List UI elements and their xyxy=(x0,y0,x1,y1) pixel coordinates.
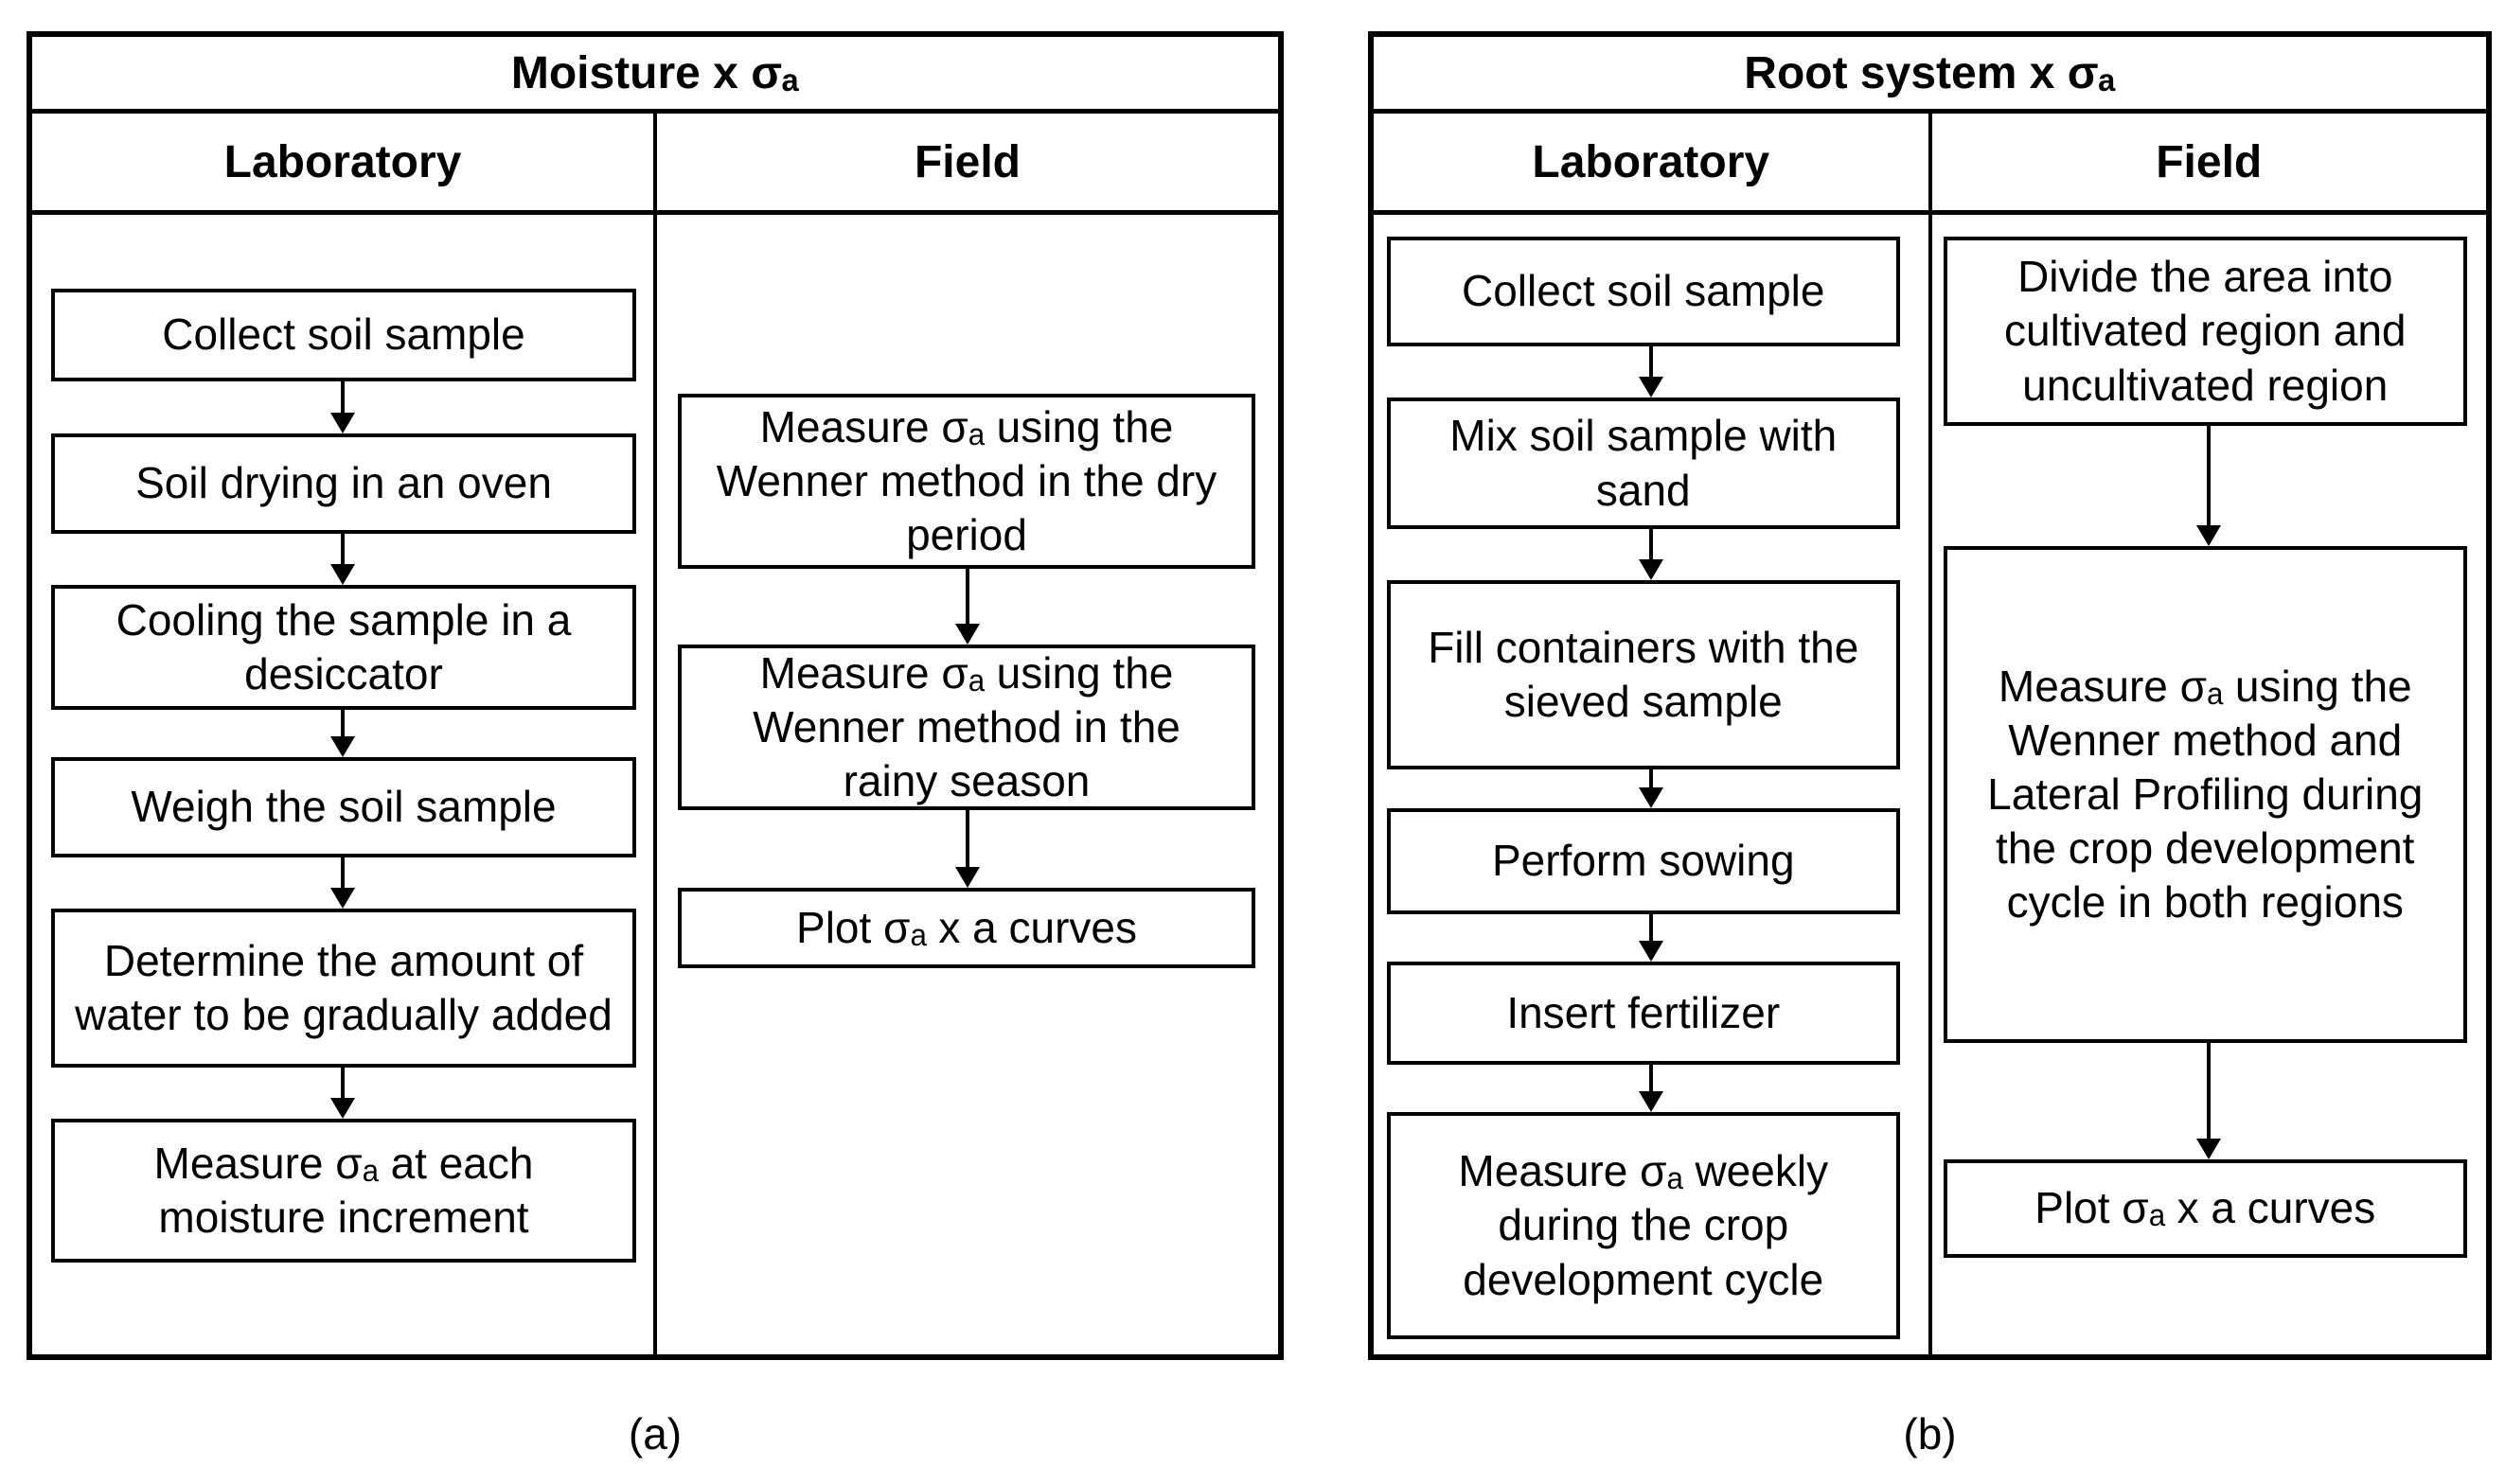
figure-caption-b: (b) xyxy=(1903,1409,1957,1458)
flow-step: Plot σₐ x a curves xyxy=(1943,1159,2467,1258)
panel-b-field-column: Divide the area into cultivated region a… xyxy=(1932,215,2487,1354)
panel-b-laboratory-header: Laboratory xyxy=(1374,114,1932,210)
flow-step: Collect soil sample xyxy=(51,289,636,381)
flow-step: Measure σₐ using the Wenner method in th… xyxy=(678,394,1255,569)
flow-step: Collect soil sample xyxy=(1387,237,1900,346)
flow-step: Measure σₐ using the Wenner method in th… xyxy=(678,645,1255,810)
panel-a-header-row: Laboratory Field xyxy=(32,114,1278,215)
panel-b: Root system x σₐ Laboratory Field Collec… xyxy=(1368,31,2492,1360)
panel-a-field-column: Measure σₐ using the Wenner method in th… xyxy=(657,215,1278,1354)
panel-b-field-header: Field xyxy=(2156,136,2263,187)
flow-step: Weigh the soil sample xyxy=(51,757,636,857)
panel-a-laboratory-header: Laboratory xyxy=(32,114,657,210)
flow-step: Divide the area into cultivated region a… xyxy=(1943,237,2467,426)
panel-a-body: Collect soil sample Soil drying in an ov… xyxy=(32,215,1278,1354)
flow-step: Mix soil sample with sand xyxy=(1387,398,1900,529)
flow-step: Measure σₐ using the Wenner method and L… xyxy=(1943,546,2467,1043)
flow-step: Fill containers with the sieved sample xyxy=(1387,580,1900,769)
panel-b-body: Collect soil sample Mix soil sample with… xyxy=(1374,215,2486,1354)
panel-b-laboratory-column: Collect soil sample Mix soil sample with… xyxy=(1374,215,1932,1354)
panel-a-field-header: Field xyxy=(914,136,1021,187)
flow-step: Determine the amount of water to be grad… xyxy=(51,909,636,1068)
flow-step: Plot σₐ x a curves xyxy=(678,888,1255,968)
panel-b-header-row: Laboratory Field xyxy=(1374,114,2486,215)
figure-caption-a: (a) xyxy=(628,1409,683,1458)
panel-b-title: Root system x σₐ xyxy=(1374,37,2486,114)
panel-a-laboratory-column: Collect soil sample Soil drying in an ov… xyxy=(32,215,657,1354)
flow-step: Soil drying in an oven xyxy=(51,433,636,534)
flow-step: Insert fertilizer xyxy=(1387,962,1900,1065)
panel-a-title: Moisture x σₐ xyxy=(32,37,1278,114)
flow-step: Measure σₐ at each moisture increment xyxy=(51,1119,636,1263)
flow-step: Perform sowing xyxy=(1387,808,1900,914)
flow-step: Measure σₐ weekly during the crop develo… xyxy=(1387,1112,1900,1339)
flow-step: Cooling the sample in a desiccator xyxy=(51,585,636,710)
panel-a: Moisture x σₐ Laboratory Field Collect s… xyxy=(27,31,1284,1360)
